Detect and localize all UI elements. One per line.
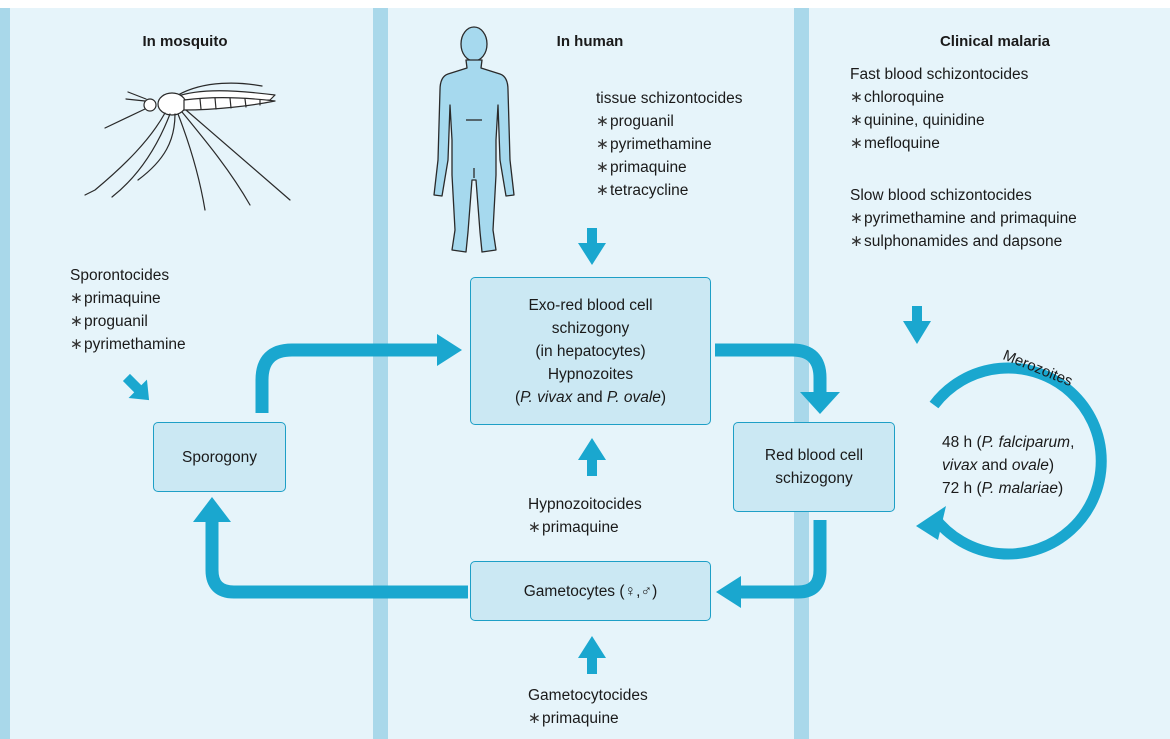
cycle-line-72h: 72 h (P. malariae) [942, 480, 1064, 497]
sporontocides-list: Sporontocides ∗primaquine ∗proguanil ∗py… [70, 264, 186, 356]
gametocytes-label: Gametocytes (♀,♂) [523, 582, 658, 600]
list-item: ∗sulphonamides and dapsone [850, 233, 1063, 250]
list-item: ∗pyrimethamine [70, 336, 186, 353]
flow-arrowheads [193, 334, 840, 608]
drug-arrows [122, 228, 931, 674]
exo-red-line5: (P. vivax and P. ovale) [514, 388, 667, 406]
list-item: ∗tetracycline [596, 182, 689, 199]
panel-mosquito [10, 8, 373, 739]
slow-blood-heading: Slow blood schizontocides [850, 187, 1032, 204]
edge-left [0, 8, 10, 739]
exo-red-line1: Exo-red blood cell [528, 296, 653, 314]
sporogony-box: Sporogony [153, 422, 286, 492]
cycle-line-48h: 48 h (P. falciparum, [942, 434, 1075, 451]
list-item: ∗pyrimethamine and primaquine [850, 210, 1077, 227]
red-blood-line1: Red blood cell [764, 447, 864, 464]
tissue-schizontocides-list: tissue schizontocides ∗proguanil ∗pyrime… [596, 87, 742, 202]
fast-blood-heading: Fast blood schizontocides [850, 66, 1029, 83]
list-item: ∗primaquine [596, 159, 687, 176]
merozoites-cycle-arrowhead [916, 506, 946, 540]
slow-blood-schizontocides-list: Slow blood schizontocides ∗pyrimethamine… [850, 184, 1077, 253]
divider-right [794, 8, 809, 739]
list-item: ∗primaquine [528, 710, 619, 727]
hypnozoitocides-heading: Hypnozoitocides [528, 496, 642, 513]
cycle-durations: 48 h (P. falciparum, vivax and ovale) 72… [942, 431, 1074, 500]
exo-red-line2: schizogony [551, 319, 630, 337]
gametocytocides-list: Gametocytocides ∗primaquine [528, 684, 648, 730]
list-item: ∗chloroquine [850, 89, 945, 106]
human-figure [433, 26, 515, 253]
tissue-heading: tissue schizontocides [596, 90, 743, 107]
header-in-human: In human [556, 33, 624, 50]
gametocytes-box: Gametocytes (♀,♂) [470, 561, 711, 621]
merozoites-cycle-arc [929, 362, 1107, 560]
cycle-line-vivax-ovale: vivax and ovale) [942, 457, 1055, 474]
exo-red-line3: (in hepatocytes) [535, 342, 646, 360]
exo-red-line4: Hypnozoites [547, 365, 634, 383]
list-item: ∗proguanil [70, 313, 148, 330]
list-item: ∗quinine, quinidine [850, 112, 985, 129]
list-item: ∗primaquine [528, 519, 619, 536]
sporontocides-heading: Sporontocides [70, 267, 170, 284]
sporogony-label: Sporogony [182, 448, 257, 466]
fast-blood-schizontocides-list: Fast blood schizontocides ∗chloroquine ∗… [850, 63, 1028, 155]
hypnozoitocides-list: Hypnozoitocides ∗primaquine [528, 493, 642, 539]
list-item: ∗pyrimethamine [596, 136, 712, 153]
flow-arrows [205, 343, 827, 599]
mosquito-illustration [84, 82, 291, 211]
exo-red-schizogony-box: Exo-red blood cell schizogony (in hepato… [470, 277, 711, 425]
gametocytocides-heading: Gametocytocides [528, 687, 648, 704]
red-blood-line2: schizogony [775, 470, 853, 487]
list-item: ∗primaquine [70, 290, 161, 307]
header-in-mosquito: In mosquito [142, 33, 228, 50]
divider-left [373, 8, 388, 739]
header-clinical-malaria: Clinical malaria [939, 33, 1051, 50]
list-item: ∗mefloquine [850, 135, 940, 152]
list-item: ∗proguanil [596, 113, 674, 130]
red-blood-schizogony-box: Red blood cell schizogony [733, 422, 895, 512]
